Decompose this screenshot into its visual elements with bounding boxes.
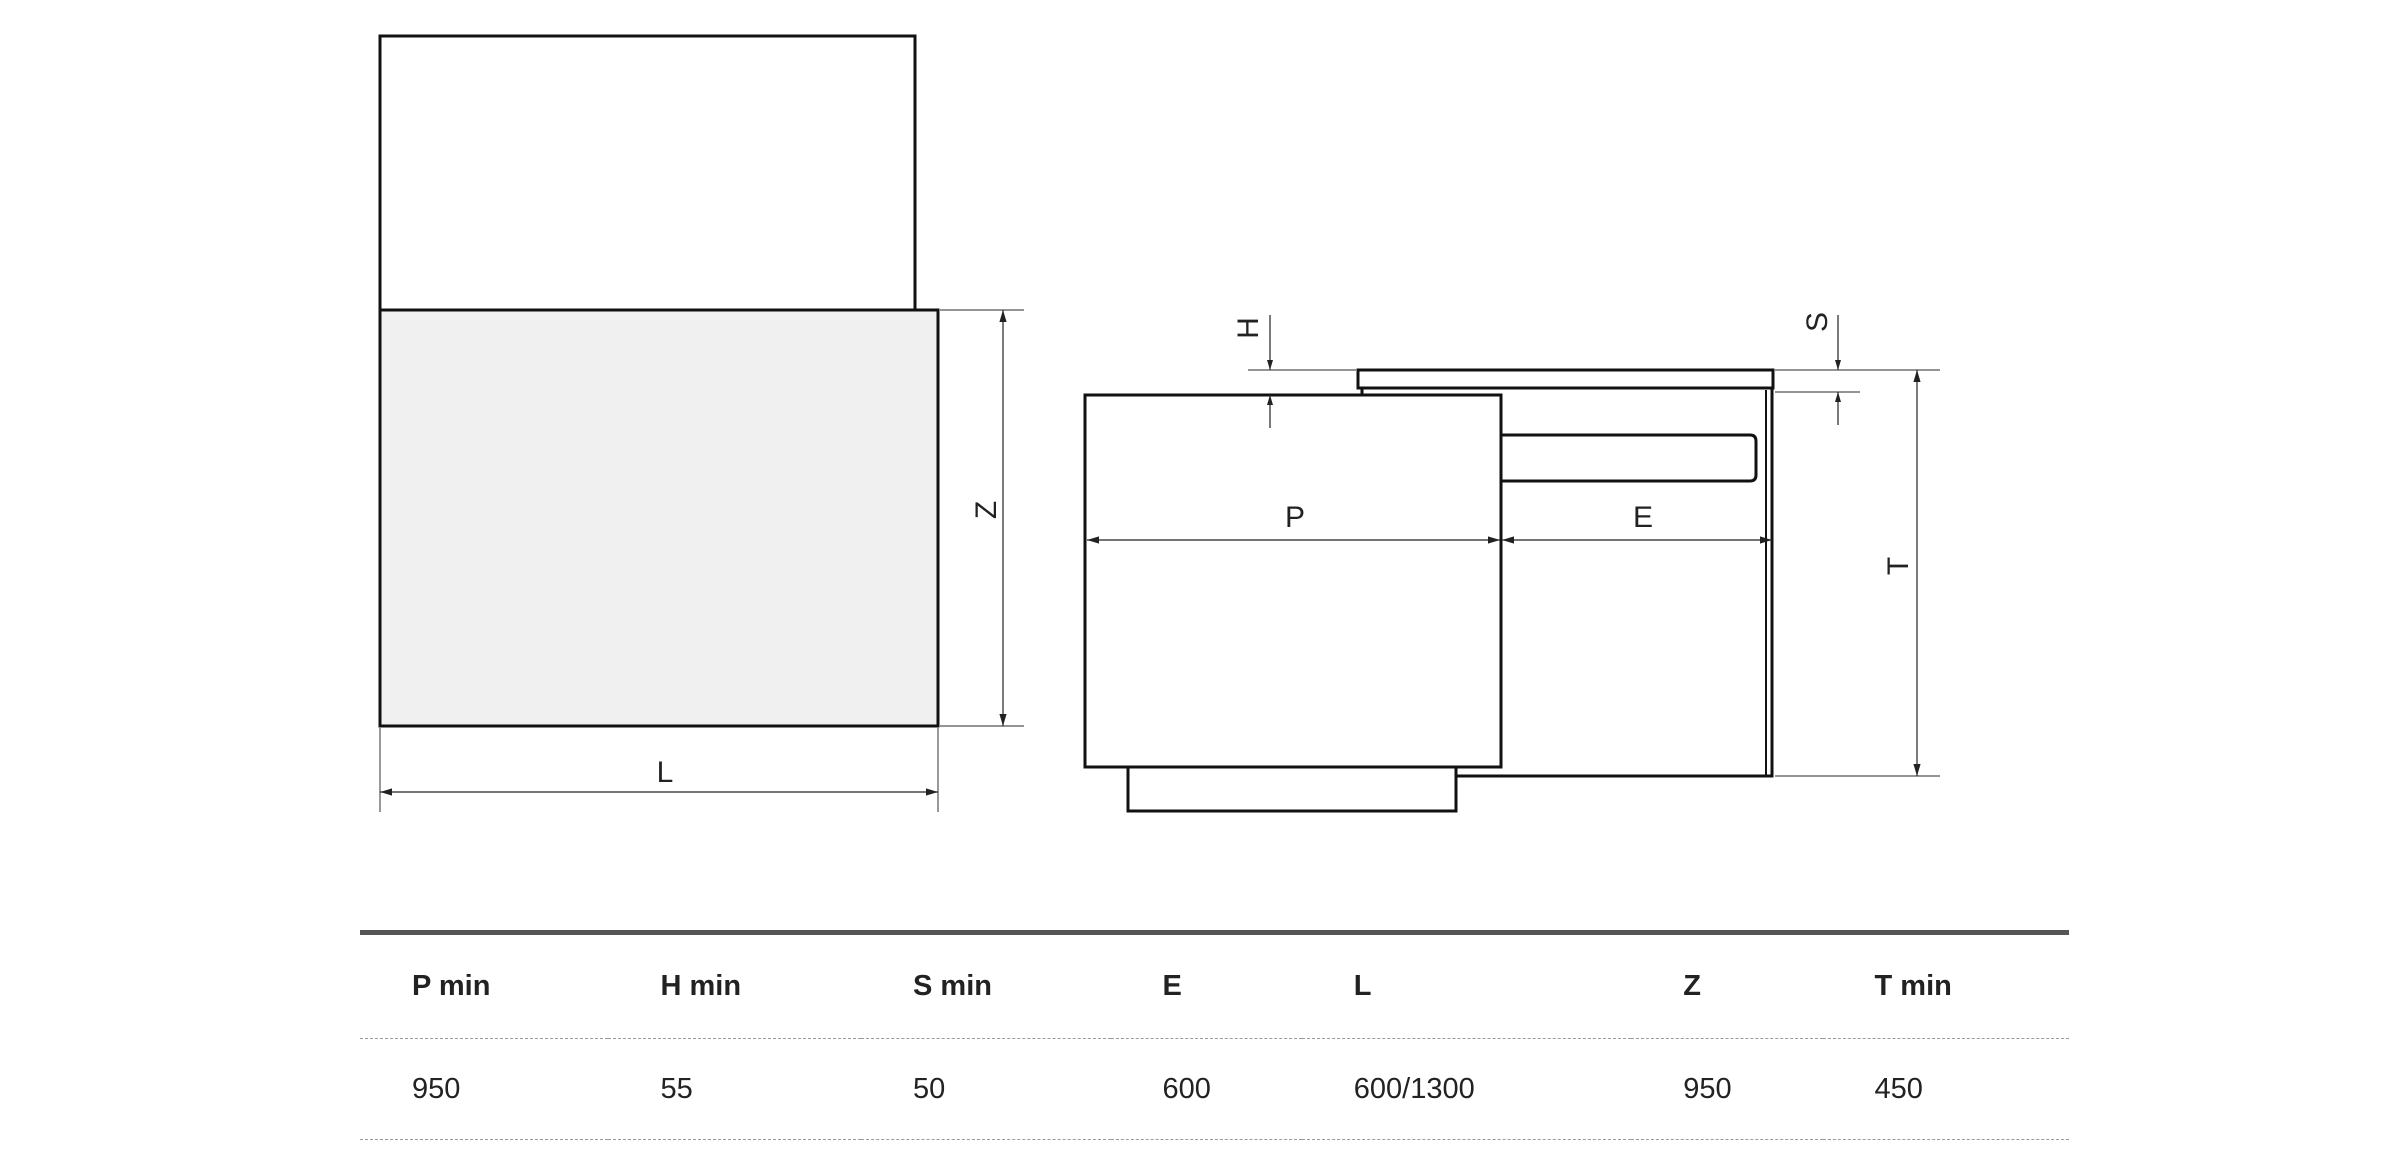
label-s: S (1801, 312, 1834, 332)
cell-t-min: 450 (1822, 1038, 2069, 1140)
table-header-row: P min H min S min E L Z T min (360, 932, 2069, 1039)
cell-h-min: 55 (608, 1038, 862, 1140)
cell-p-min: 950 (360, 1038, 609, 1140)
cell-l: 600/1300 (1301, 1038, 1632, 1140)
dimension-s: S (1775, 312, 1940, 425)
cell-e: 600 (1110, 1038, 1302, 1140)
side-view: P E H S T (1083, 312, 1940, 813)
label-t: T (1882, 557, 1915, 575)
front-view: L Z (378, 34, 1024, 812)
upper-cabinet (378, 34, 917, 312)
label-e: E (1633, 501, 1653, 534)
column-header-l: L (1301, 932, 1632, 1039)
dimension-z: Z (940, 309, 1024, 727)
technical-drawing: L Z P E (378, 34, 1940, 813)
column-header-p-min: P min (360, 932, 609, 1039)
dimension-l: L (379, 728, 939, 812)
label-l: L (657, 756, 674, 789)
column-header-s-min: S min (861, 932, 1111, 1039)
label-z: Z (970, 501, 1003, 519)
cell-s-min: 50 (861, 1038, 1111, 1140)
dimension-spec-table: P min H min S min E L Z T min 950 55 50 … (360, 930, 2069, 1140)
dimension-p: P (1087, 501, 1500, 544)
drawer-front (1083, 393, 1503, 769)
dimension-e: E (1502, 501, 1772, 544)
handle-slot (1500, 433, 1758, 483)
column-header-z: Z (1631, 932, 1823, 1039)
label-h: H (1232, 317, 1265, 339)
column-header-e: E (1110, 932, 1302, 1039)
column-header-t-min: T min (1822, 932, 2069, 1039)
dimension-t: T (1775, 370, 1940, 777)
base-cabinet (378, 308, 940, 728)
label-p: P (1285, 501, 1305, 534)
plinth (1126, 764, 1458, 813)
dimension-h: H (1232, 315, 1356, 428)
table-row: 950 55 50 600 600/1300 950 450 (360, 1038, 2069, 1140)
cell-z: 950 (1631, 1038, 1823, 1140)
column-header-h-min: H min (608, 932, 862, 1039)
countertop (1356, 368, 1775, 390)
